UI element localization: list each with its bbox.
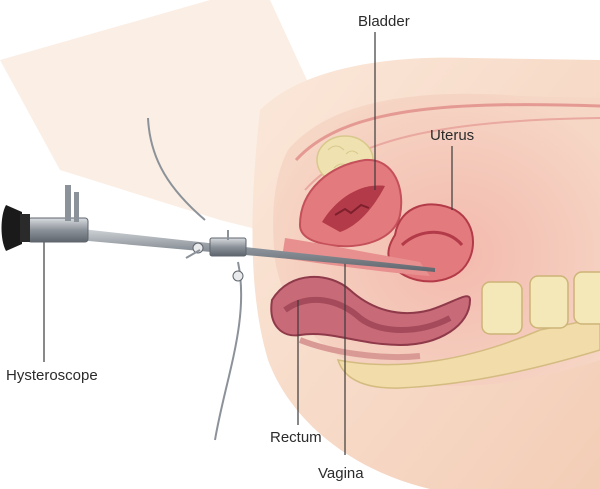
hysteroscope-label: Hysteroscope	[6, 367, 98, 384]
rectum-label: Rectum	[270, 429, 322, 446]
spine-vertebrae	[336, 271, 600, 389]
leader-lines	[43, 32, 453, 455]
eyepiece-icon	[1, 205, 22, 251]
peritoneum-line	[294, 103, 600, 162]
uterus-label: Uterus	[430, 127, 475, 144]
bladder-label: Bladder	[358, 13, 410, 30]
thigh-shape	[0, 0, 330, 240]
vagina-label: Vagina	[318, 465, 364, 482]
hysteroscope-instrument	[1, 117, 435, 441]
